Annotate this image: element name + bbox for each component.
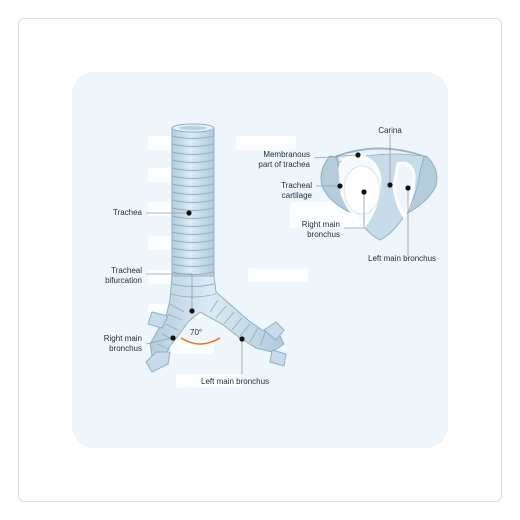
angle-arc <box>180 337 221 345</box>
label-trachea: Trachea <box>112 208 142 217</box>
right-bronchus-dot <box>170 335 176 341</box>
cartilage-dot <box>337 183 343 189</box>
cross-section-illustration <box>320 147 438 241</box>
carina-dot <box>387 182 393 188</box>
label-angle: 70° <box>190 328 203 337</box>
label-right-main-bronchus-section: Right main bronchus <box>301 220 340 239</box>
label-left-main-bronchus-section: Left main bronchus <box>368 254 437 263</box>
cartilage-rings <box>171 135 215 275</box>
figure-panel <box>72 72 448 448</box>
leader-lines <box>145 134 409 374</box>
trachea-illustration <box>145 123 287 373</box>
left-bronchus-section-dot <box>405 185 411 191</box>
left-bronchus-dot <box>239 336 245 342</box>
membranous-dot <box>355 152 361 158</box>
bifurcation-dot <box>189 308 195 314</box>
label-membranous-part: Membranous part of trachea <box>258 150 310 169</box>
label-carina: Carina <box>378 126 402 135</box>
label-left-main-bronchus: Left main bronchus <box>201 377 270 386</box>
trachea-dot <box>186 210 192 216</box>
right-bronchus-section-dot <box>361 189 367 195</box>
label-tracheal-bifurcation: Tracheal bifurcation <box>105 266 142 285</box>
label-tracheal-cartilage: Tracheal cartilage <box>281 181 312 200</box>
marker-dots <box>170 152 411 342</box>
label-right-main-bronchus: Right main bronchus <box>103 334 142 353</box>
